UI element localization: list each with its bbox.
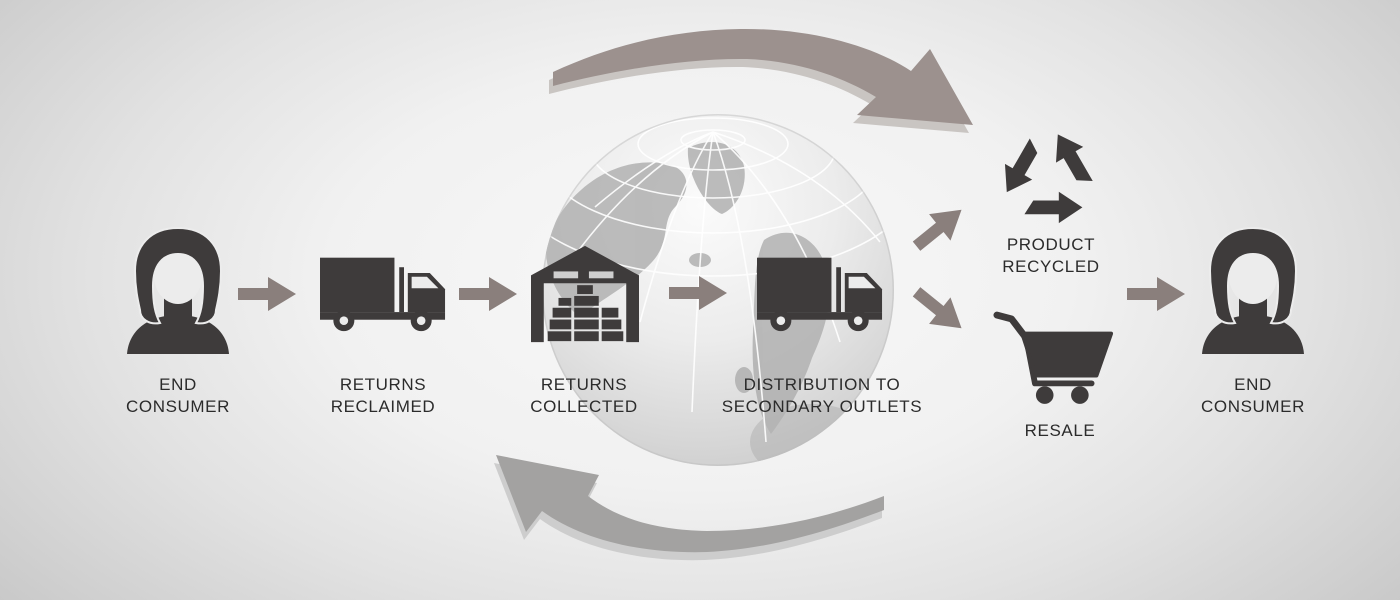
flow-arrow-right-1 (238, 277, 296, 311)
flow-arrow-right-4 (1127, 277, 1185, 311)
step-label: END CONSUMER (1153, 374, 1353, 418)
flow-arrow-right-2 (459, 277, 517, 311)
step-label-line: RESALE (1024, 421, 1096, 440)
step-label-line: END (159, 375, 197, 394)
step-label: PRODUCT RECYCLED (951, 234, 1151, 278)
step-label: END CONSUMER (78, 374, 278, 418)
person-icon (1194, 226, 1312, 354)
step-label: RETURNS RECLAIMED (283, 374, 483, 418)
step-label-line: RETURNS (339, 375, 427, 394)
step-label-line: CONSUMER (1201, 397, 1305, 416)
cycle-arrow-top (545, 20, 983, 142)
flow-arrow-down-right (906, 279, 972, 342)
cycle-arrow-bottom (482, 446, 892, 572)
step-label-line: PRODUCT (1006, 235, 1096, 254)
truck-icon (320, 253, 446, 333)
step-label-line: RECYCLED (1002, 257, 1100, 276)
flow-arrow-up-right (906, 197, 972, 260)
step-label-line: RECLAIMED (330, 397, 436, 416)
cart-icon (993, 310, 1115, 406)
step-label: RESALE (960, 420, 1160, 442)
person-icon (119, 226, 237, 354)
step-label-line: CONSUMER (126, 397, 230, 416)
step-label-line: END (1234, 375, 1272, 394)
flow-arrow-right-3 (669, 276, 727, 310)
recycle-icon (994, 120, 1104, 232)
